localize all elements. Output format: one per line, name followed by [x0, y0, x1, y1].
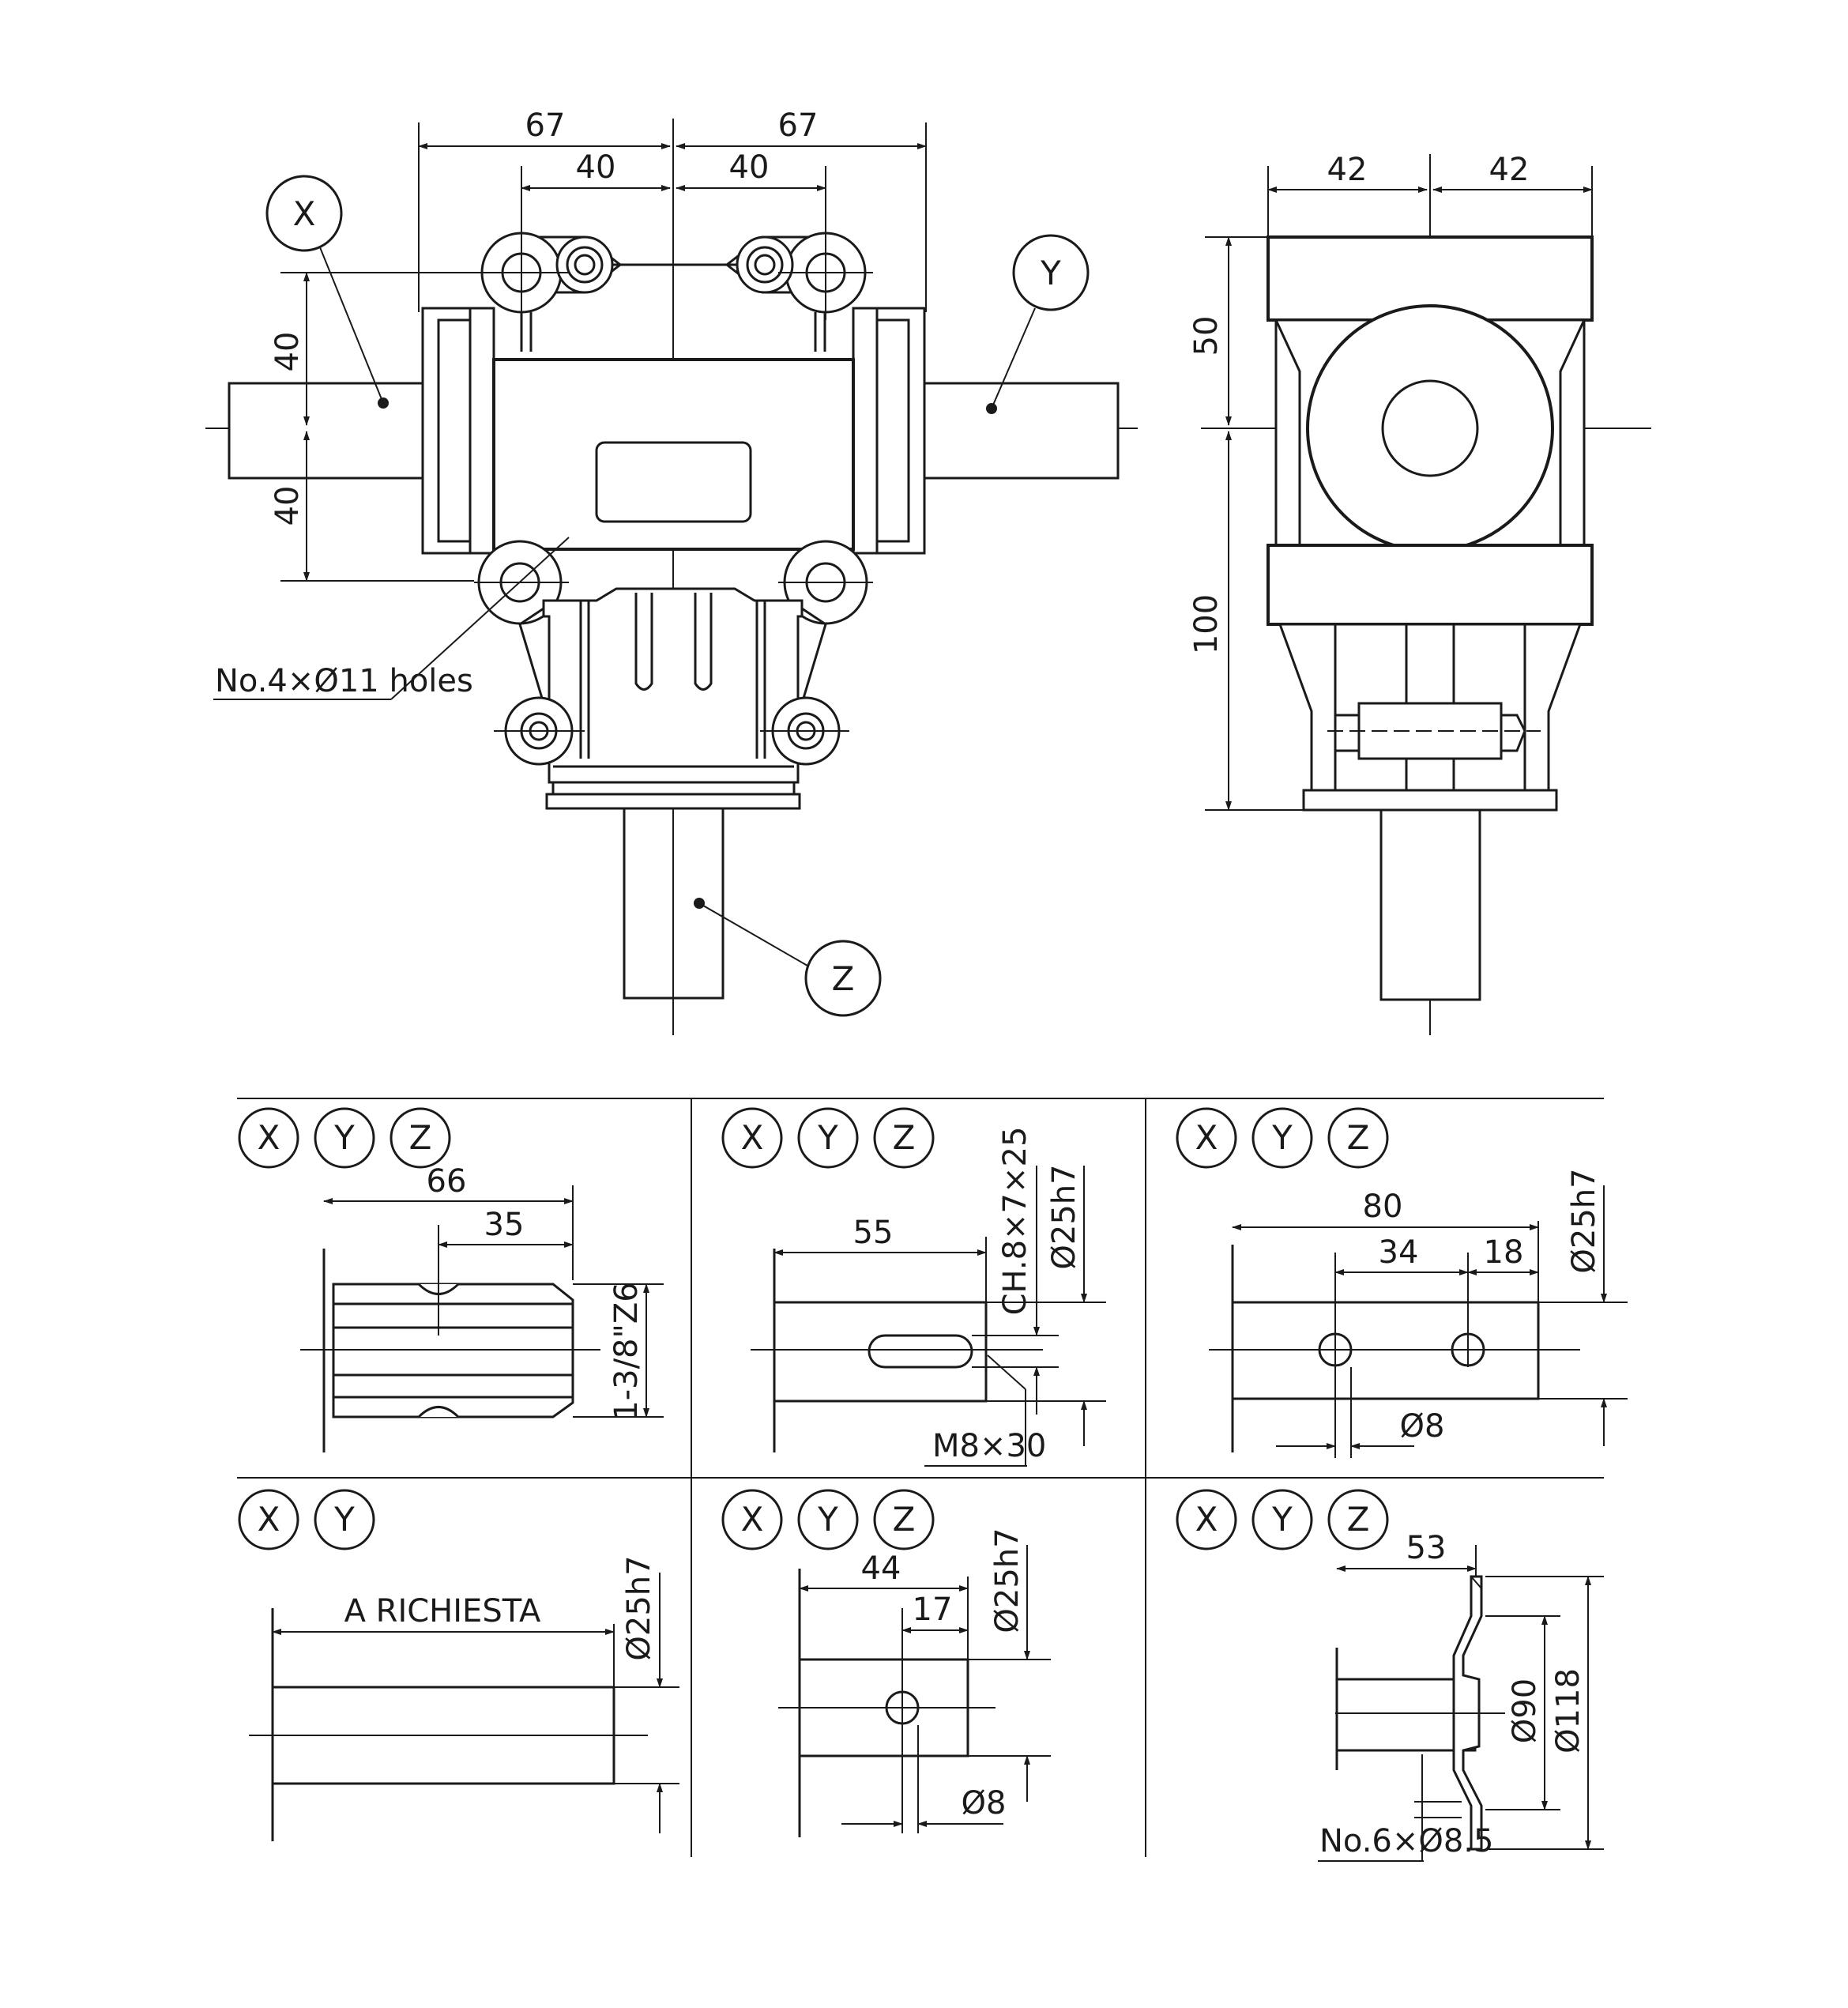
option-2-screw-note: M8×30 — [932, 1428, 1046, 1464]
callout-z — [804, 940, 882, 1017]
option-4-tags: X Y — [238, 1489, 375, 1550]
option-5-tag-3: Z — [893, 1500, 916, 1539]
dim-left-40: 40 — [576, 149, 616, 186]
option-2-dim-55: 55 — [853, 1215, 894, 1251]
option-5-tag-1: X — [741, 1500, 764, 1539]
callout-z-label: Z — [832, 959, 855, 998]
dim-right-42: 42 — [1489, 152, 1530, 188]
option-2-tag-2: Y — [817, 1118, 838, 1157]
dim-left-42: 42 — [1327, 152, 1368, 188]
option-2-key-size: CH.8×7×25 — [997, 1127, 1033, 1316]
option-4-length: A RICHIESTA — [344, 1593, 541, 1629]
option-4-tag-2: Y — [333, 1500, 355, 1539]
option-6-tag-2: Y — [1271, 1500, 1293, 1539]
option-1-tag-3: Z — [409, 1118, 432, 1157]
option-6-inner-dia: Ø90 — [1507, 1678, 1543, 1743]
dim-left-67: 67 — [525, 107, 566, 144]
side-view: 42 42 50 100 — [1188, 152, 1651, 1035]
option-3-tag-3: Z — [1347, 1118, 1370, 1157]
option-5-dim-17: 17 — [913, 1592, 953, 1628]
shaft-x — [228, 382, 424, 480]
option-2-tag-1: X — [741, 1118, 764, 1157]
dim-top-50: 50 — [1188, 316, 1225, 356]
option-panel-3: X Y Z 80 34 18 Ø25h7 Ø8 — [1176, 1107, 1628, 1458]
option-4-tag-1: X — [258, 1500, 280, 1539]
option-6-tags: X Y Z — [1176, 1489, 1389, 1550]
option-3-tag-1: X — [1195, 1118, 1218, 1157]
option-3-tag-2: Y — [1271, 1118, 1293, 1157]
option-panel-1: X Y Z 66 35 1-3/8"Z6 — [238, 1107, 664, 1452]
option-6-holes-note: No.6×Ø8.5 — [1319, 1823, 1493, 1859]
holes-note: No.4×Ø11 holes — [215, 663, 473, 699]
option-2-tag-3: Z — [893, 1118, 916, 1157]
option-5-diameter: Ø25h7 — [989, 1528, 1026, 1633]
option-1-dim-66: 66 — [427, 1163, 467, 1200]
callout-x-label: X — [293, 194, 316, 233]
option-4-diameter: Ø25h7 — [621, 1555, 657, 1660]
option-6-outer-dia: Ø118 — [1550, 1668, 1586, 1754]
dim-bottom-100: 100 — [1188, 594, 1225, 654]
callout-x — [265, 175, 343, 252]
option-panel-5: X Y Z 44 17 Ø25h7 Ø8 — [721, 1489, 1051, 1837]
dim-up-40: 40 — [269, 332, 306, 372]
option-3-tags: X Y Z — [1176, 1107, 1389, 1169]
option-1-tag-1: X — [258, 1118, 280, 1157]
option-5-tags: X Y Z — [721, 1489, 935, 1550]
option-5-hole: Ø8 — [962, 1785, 1007, 1822]
option-3-hole: Ø8 — [1400, 1408, 1445, 1445]
option-3-dim-18: 18 — [1484, 1234, 1524, 1271]
front-view: 67 67 40 40 40 40 X Y Z No.4×Ø11 holes — [205, 107, 1138, 1035]
option-5-tag-2: Y — [817, 1500, 838, 1539]
callout-y-label: Y — [1040, 254, 1061, 292]
option-1-spline-size: 1-3/8"Z6 — [608, 1282, 645, 1421]
option-1-tags: X Y Z — [238, 1107, 451, 1169]
option-panel-4: X Y A RICHIESTA Ø25h7 — [238, 1489, 679, 1841]
option-1-tag-2: Y — [333, 1118, 355, 1157]
option-5-dim-44: 44 — [861, 1550, 901, 1587]
option-6-tag-3: Z — [1347, 1500, 1370, 1539]
callout-y — [1012, 234, 1090, 311]
dim-down-40: 40 — [269, 486, 306, 526]
option-panel-2: X Y Z 55 CH.8×7×25 Ø25h7 M8×30 — [721, 1107, 1106, 1467]
option-3-dim-34: 34 — [1379, 1234, 1419, 1271]
nameplate — [595, 441, 752, 523]
option-panel-6: X Y Z Ø90 Ø118 53 No.6×Ø8.5 — [1176, 1489, 1604, 1862]
option-1-dim-35: 35 — [484, 1207, 525, 1243]
option-2-tags: X Y Z — [721, 1107, 935, 1169]
option-6-tag-1: X — [1195, 1500, 1218, 1539]
dim-right-67: 67 — [778, 107, 819, 144]
option-3-dim-80: 80 — [1363, 1189, 1403, 1225]
options-grid — [237, 1098, 1604, 1857]
option-2-diameter: Ø25h7 — [1046, 1164, 1082, 1269]
option-3-diameter: Ø25h7 — [1566, 1168, 1602, 1273]
dim-right-40: 40 — [729, 149, 770, 186]
option-6-dim-53: 53 — [1406, 1530, 1447, 1566]
shaft-y — [923, 382, 1120, 480]
